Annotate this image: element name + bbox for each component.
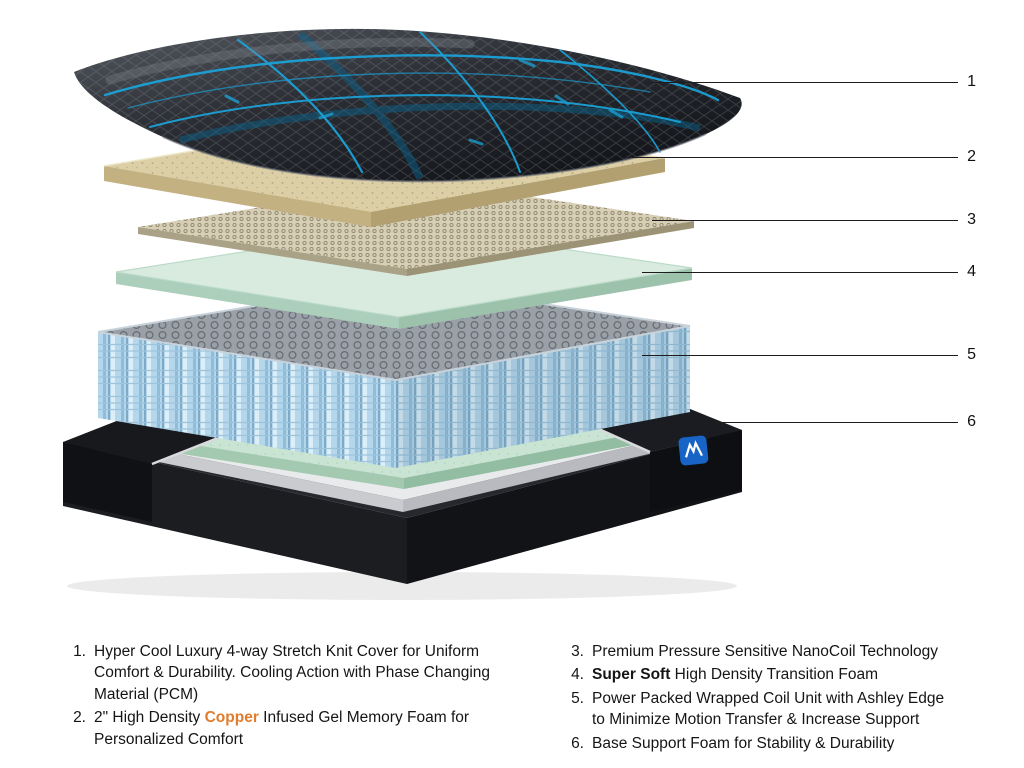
legend-item-number: 1. [73, 643, 86, 660]
ground-shadow [67, 572, 737, 600]
callout-number: 4 [967, 263, 976, 280]
layer-knit-cover [74, 28, 742, 183]
legend-item-text: Base Support Foam for Stability & Durabi… [592, 734, 895, 752]
legend-column-right: 3. Premium Pressure Sensitive NanoCoil T… [560, 641, 952, 756]
legend-item-5: 5. Power Packed Wrapped Coil Unit with A… [560, 688, 952, 731]
callout-3: 3 [652, 210, 976, 230]
callout-line [660, 421, 959, 423]
legend-text-segment: High Density Transition Foam [670, 666, 878, 684]
legend-item-number: 4. [571, 666, 584, 684]
legend-text-segment: 2" High Density [94, 709, 205, 727]
legend-item-1: 1. Hyper Cool Luxury 4-way Stretch Knit … [62, 641, 534, 705]
legend-item-6: 6. Base Support Foam for Stability & Dur… [560, 733, 952, 754]
callout-line [642, 354, 959, 356]
legend-item-text: Hyper Cool Luxury 4-way Stretch Knit Cov… [94, 643, 491, 703]
callout-4: 4 [642, 262, 976, 282]
callout-5: 5 [642, 345, 976, 365]
callout-number: 6 [967, 413, 976, 430]
legend-item-number: 5. [571, 689, 584, 707]
legend-item-text: 2" High Density Copper Infused Gel Memor… [94, 707, 534, 750]
legend-item-2: 2. 2" High Density Copper Infused Gel Me… [62, 707, 534, 750]
legend-item-number: 3. [571, 643, 584, 660]
legend-item-text: Premium Pressure Sensitive NanoCoil Tech… [592, 643, 939, 660]
callout-6: 6 [660, 412, 976, 432]
callout-number: 2 [967, 148, 976, 165]
legend-item-4: 4. Super Soft High Density Transition Fo… [560, 664, 952, 685]
legend: 1. Hyper Cool Luxury 4-way Stretch Knit … [62, 641, 1002, 756]
legend-item-number: 2. [73, 709, 86, 727]
callout-number: 5 [967, 346, 976, 363]
callout-number: 3 [967, 211, 976, 228]
layer-wrapped-coils [97, 280, 691, 468]
layer-nanocoil [138, 181, 694, 276]
legend-text-segment: Infused Gel Memory Foam for Personalized… [94, 709, 470, 748]
callout-line [652, 81, 959, 83]
callout-number: 1 [967, 73, 976, 90]
callout-2: 2 [632, 147, 976, 167]
bold-text-segment: Super Soft [592, 666, 671, 684]
legend-item-3: 3. Premium Pressure Sensitive NanoCoil T… [560, 641, 952, 662]
brand-logo-icon [678, 435, 709, 466]
legend-item-text: Power Packed Wrapped Coil Unit with Ashl… [592, 689, 945, 729]
legend-item-text: Super Soft High Density Transition Foam [592, 664, 952, 685]
legend-item-number: 6. [571, 734, 584, 752]
callout-line [652, 219, 959, 221]
callout-1: 1 [652, 72, 976, 92]
copper-highlight-text: Copper [204, 709, 259, 727]
callout-line [642, 271, 959, 273]
mattress-illustration [63, 28, 742, 600]
callout-line [632, 156, 959, 158]
legend-column-left: 1. Hyper Cool Luxury 4-way Stretch Knit … [62, 641, 534, 756]
